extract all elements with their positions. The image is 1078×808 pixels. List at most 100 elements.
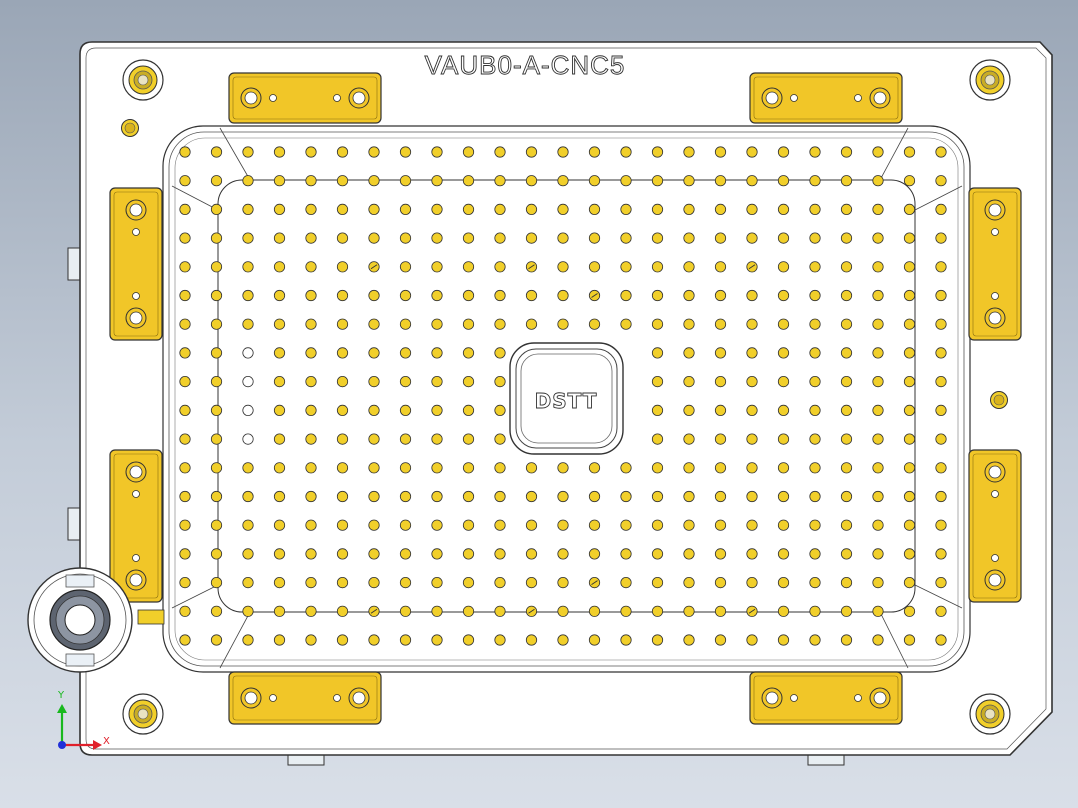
- vacuum-hole: [462, 462, 475, 474]
- vacuum-hole: [462, 519, 475, 531]
- vacuum-hole: [368, 232, 380, 244]
- vacuum-hole: [242, 605, 254, 617]
- vacuum-hole: [336, 232, 349, 244]
- vacuum-hole: [431, 548, 443, 560]
- vacuum-hole: [494, 490, 506, 503]
- vacuum-hole: [746, 634, 758, 646]
- hole-slot-mark: [370, 608, 378, 614]
- vacuum-hole: [809, 261, 821, 273]
- vacuum-hole: [494, 261, 506, 273]
- vacuum-hole: [273, 347, 286, 359]
- vacuum-hole: [336, 519, 349, 531]
- vacuum-hole: [210, 404, 223, 416]
- vacuum-hole: [368, 433, 380, 445]
- vacuum-hole: [399, 490, 412, 503]
- vacuum-hole: [588, 634, 601, 646]
- vacuum-hole: [179, 261, 191, 273]
- vacuum-hole: [494, 347, 506, 359]
- vacuum-hole: [777, 490, 790, 503]
- vacuum-hole: [494, 404, 506, 416]
- vacuum-hole: [368, 175, 380, 187]
- vacuum-hole: [557, 146, 569, 158]
- vacuum-hole: [840, 404, 853, 416]
- vacuum-hole: [777, 634, 790, 646]
- vacuum-hole: [368, 146, 380, 158]
- vacuum-hole: [651, 375, 664, 388]
- vacuum-hole: [368, 490, 380, 503]
- vacuum-hole: [872, 146, 884, 158]
- vacuum-hole: [683, 634, 695, 646]
- vacuum-hole: [210, 462, 223, 474]
- vacuum-hole: [746, 347, 758, 359]
- corner-line-bl-b: [219, 611, 251, 669]
- vacuum-hole: [305, 175, 317, 187]
- vacuum-hole: [840, 289, 853, 302]
- vacuum-hole: [494, 318, 506, 330]
- vacuum-hole: [494, 203, 506, 215]
- vacuum-hole: [305, 318, 317, 330]
- clamp-top-right: [749, 72, 903, 124]
- vacuum-hole: [620, 548, 632, 560]
- vacuum-hole: [305, 289, 317, 302]
- vacuum-hole: [557, 289, 569, 302]
- vacuum-hole: [777, 519, 790, 531]
- vacuum-hole: [777, 175, 790, 187]
- vacuum-hole: [242, 232, 254, 244]
- vacuum-hole: [903, 605, 916, 617]
- clamp-pin: [269, 694, 277, 702]
- vacuum-hole: [494, 576, 506, 589]
- vacuum-hole: [714, 576, 727, 589]
- vacuum-hole: [431, 232, 443, 244]
- vacuum-hole: [683, 548, 695, 560]
- vacuum-hole: [431, 289, 443, 302]
- vacuum-hole: [273, 634, 286, 646]
- vacuum-hole: [179, 634, 191, 646]
- clamp-bottom-right: [749, 671, 903, 725]
- vacuum-hole: [683, 433, 695, 445]
- vacuum-hole: [494, 146, 506, 158]
- vacuum-hole: [872, 490, 884, 503]
- vacuum-hole: [903, 146, 916, 158]
- vacuum-hole: [777, 375, 790, 388]
- vacuum-hole: [903, 404, 916, 416]
- vacuum-hole: [242, 375, 254, 388]
- vacuum-hole: [494, 548, 506, 560]
- vacuum-hole: [305, 462, 317, 474]
- vacuum-hole-grid: [179, 146, 947, 646]
- vacuum-hole: [399, 605, 412, 617]
- vacuum-hole: [935, 232, 947, 244]
- pocket-inner-edge: [174, 137, 959, 661]
- vacuum-hole: [651, 519, 664, 531]
- vacuum-hole: [588, 232, 601, 244]
- vacuum-hole: [336, 576, 349, 589]
- vacuum-hole: [242, 462, 254, 474]
- pocket-mid-edge: [168, 131, 965, 667]
- clamp-pin: [333, 94, 341, 102]
- vacuum-hole: [935, 576, 947, 589]
- corner-bolt: [969, 693, 1011, 735]
- vacuum-hole: [620, 289, 632, 302]
- vacuum-hole: [305, 519, 317, 531]
- vacuum-hole: [525, 175, 538, 187]
- vacuum-hole: [683, 289, 695, 302]
- vacuum-hole: [210, 576, 223, 589]
- vacuum-hole: [809, 203, 821, 215]
- vacuum-hole: [840, 375, 853, 388]
- clamp-pin: [854, 94, 862, 102]
- vacuum-hole: [399, 261, 412, 273]
- clamp-right-lower: [968, 449, 1022, 603]
- clamp-right-upper: [968, 187, 1022, 341]
- hole-slot-mark: [528, 608, 535, 614]
- locator-pin-left: [121, 119, 139, 137]
- vacuum-hole: [777, 548, 790, 560]
- vacuum-hole: [588, 261, 601, 273]
- vacuum-hole: [305, 261, 317, 273]
- vacuum-hole: [714, 462, 727, 474]
- vacuum-hole: [336, 175, 349, 187]
- vacuum-hole: [872, 203, 884, 215]
- y-axis-label: Y: [57, 690, 65, 701]
- vacuum-hole: [620, 318, 632, 330]
- vacuum-hole: [903, 203, 916, 215]
- vacuum-hole: [714, 232, 727, 244]
